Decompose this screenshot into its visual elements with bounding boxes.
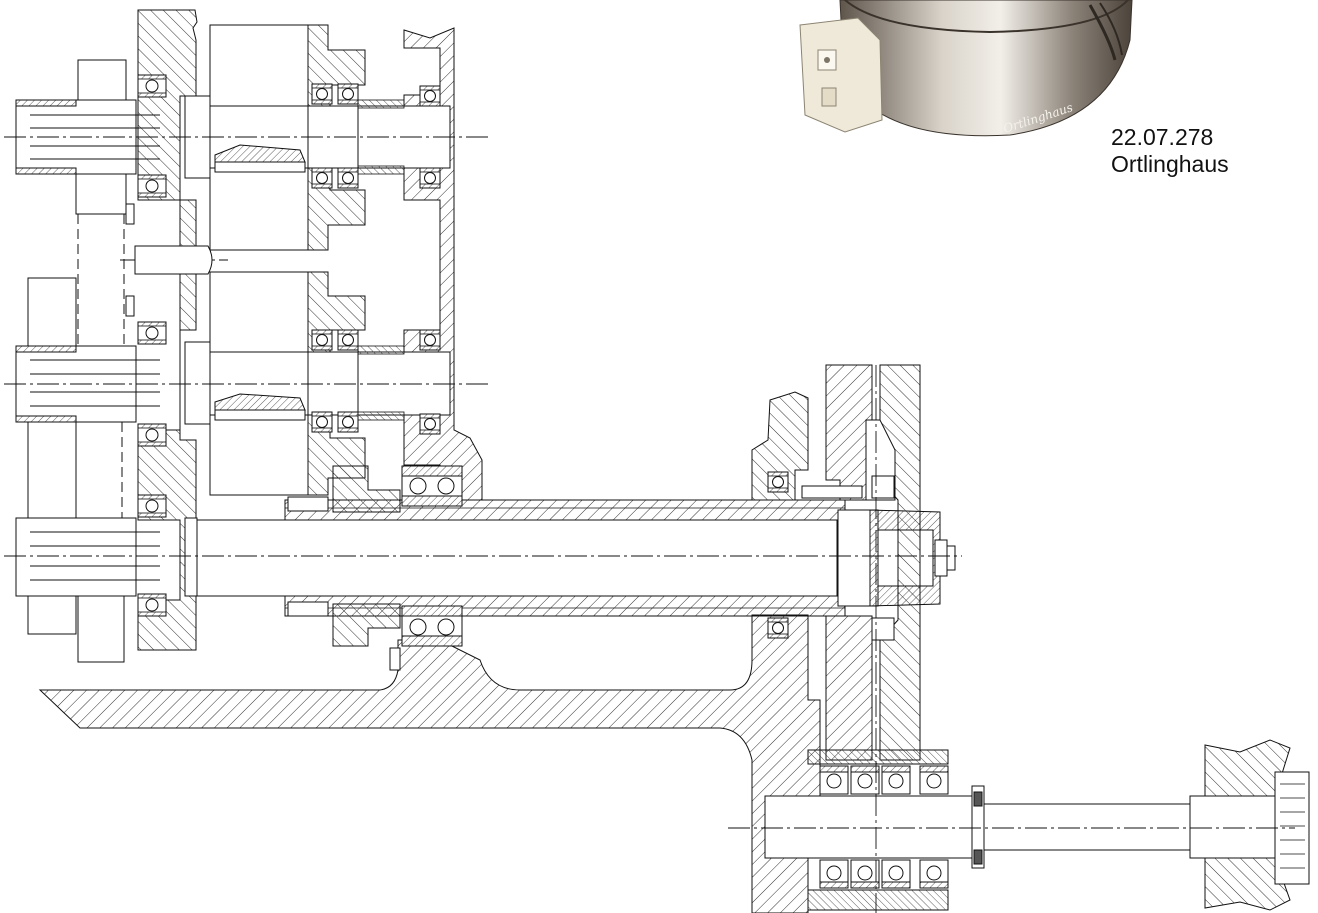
pin-detail [125,203,401,671]
left-gear-outlines [27,59,127,663]
lower-output-shaft [764,739,1310,911]
gear-bodies [209,24,360,496]
manufacturer-name: Ortlinghaus [1111,151,1229,177]
housing-base [38,614,821,913]
main-hollow-shaft [196,499,956,617]
left-splined-shafts [15,95,211,597]
right-housing-clutch [751,364,921,761]
part-number: 22.07.278 [1111,124,1214,150]
part-caption: 22.07.278 Ortlinghaus [1111,124,1229,178]
right-housing-wall [403,27,483,501]
clutch-photo: Ortlinghaus [799,0,1133,137]
output-gear [287,465,463,647]
middle-shaft [214,345,451,421]
